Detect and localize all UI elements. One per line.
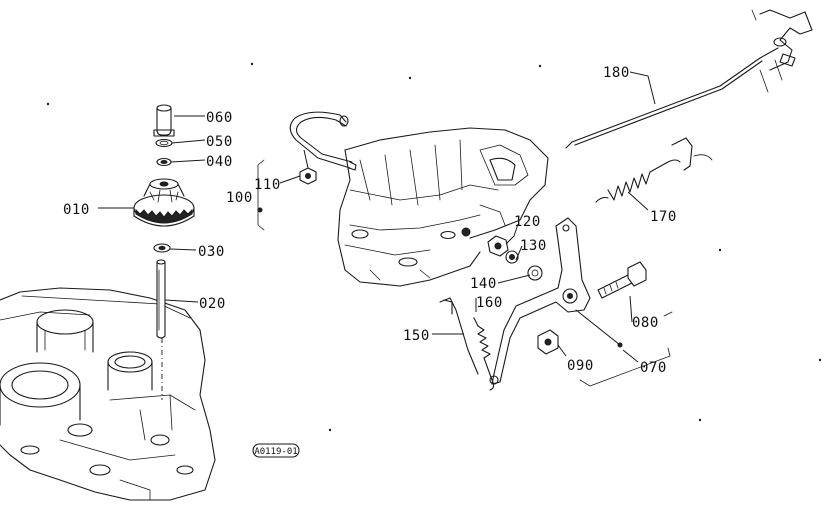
washer-130 (505, 250, 519, 264)
washer-050 (155, 138, 173, 148)
governor-sleeve-060 (153, 104, 175, 137)
assembly-bracket-100 (257, 159, 265, 231)
label-040: 040 (206, 154, 233, 170)
label-140: 140 (470, 276, 497, 292)
spring-160 (473, 317, 499, 391)
label-070: 070 (640, 360, 667, 376)
assembly-bracket-070 (579, 347, 671, 387)
label-050: 050 (206, 134, 233, 150)
governor-gear-010 (133, 178, 195, 227)
governor-lever-070 (491, 217, 623, 385)
nut-090 (537, 329, 559, 355)
label-060: 060 (206, 110, 233, 126)
shaft-020 (156, 259, 166, 339)
engine-block-drawing (337, 127, 549, 287)
label-150: 150 (403, 328, 430, 344)
reference-code: A0119-01 (254, 447, 297, 457)
label-090: 090 (567, 358, 594, 374)
washer-140 (527, 265, 543, 281)
throttle-rod-180 (565, 9, 813, 149)
label-100: 100 (226, 190, 253, 206)
bolt-080 (597, 261, 647, 299)
label-120: 120 (514, 214, 541, 230)
crankcase-drawing (0, 287, 216, 501)
link-150 (439, 297, 479, 375)
label-080: 080 (632, 315, 659, 331)
reference-code-badge: A0119-01 (252, 443, 300, 458)
label-110: 110 (254, 177, 281, 193)
print-specks (46, 62, 822, 432)
assembly-dot-100 (257, 207, 263, 213)
governor-rod-100 (289, 111, 357, 171)
washer-030 (153, 243, 171, 253)
label-030: 030 (198, 244, 225, 260)
label-170: 170 (650, 209, 677, 225)
circlip-040 (156, 157, 172, 167)
label-020: 020 (199, 296, 226, 312)
label-160: 160 (476, 295, 503, 311)
nut-120 (487, 235, 509, 257)
assembly-bracket-top-070 (663, 311, 673, 317)
governor-spring-170 (595, 137, 713, 203)
nut-110 (299, 167, 317, 185)
label-180: 180 (603, 65, 630, 81)
label-130: 130 (520, 238, 547, 254)
label-010: 010 (63, 202, 90, 218)
leader-lines (98, 71, 656, 363)
